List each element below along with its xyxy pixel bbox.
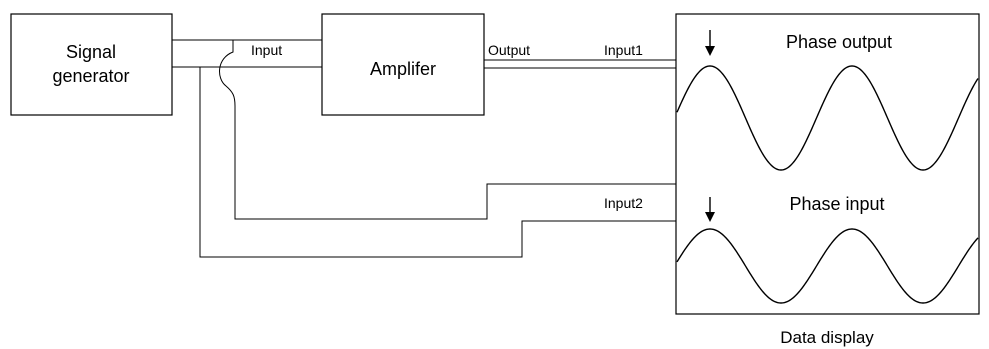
amplifier-box xyxy=(321,13,485,116)
top-marker-arrow-icon xyxy=(705,30,715,56)
wiring xyxy=(172,39,676,258)
port-label-input2: Input2 xyxy=(604,195,643,211)
phase-output-waveform xyxy=(676,65,979,171)
amplifier-label: Amplifer xyxy=(370,59,436,79)
data-display-block: Data display xyxy=(675,13,980,347)
signal-generator-block: Signal generator xyxy=(10,13,173,116)
port-label-output: Output xyxy=(488,42,530,58)
signal-generator-box xyxy=(10,13,173,116)
amplifier-block: Amplifer xyxy=(321,13,485,116)
data-display-caption: Data display xyxy=(780,328,874,347)
wire-tap-to-input2-lower xyxy=(199,67,676,258)
port-label-input1: Input1 xyxy=(604,42,643,58)
bottom-marker-arrow-icon xyxy=(705,197,715,222)
trace-title-phase-output: Phase output xyxy=(786,32,892,52)
data-display-box xyxy=(675,13,980,315)
port-label-input: Input xyxy=(251,42,282,58)
wire-tap-to-input2-upper xyxy=(219,40,676,220)
phase-input-waveform xyxy=(676,228,979,304)
trace-title-phase-input: Phase input xyxy=(789,194,884,214)
signal-generator-label-line2: generator xyxy=(52,66,129,86)
signal-generator-label-line1: Signal xyxy=(66,42,116,62)
